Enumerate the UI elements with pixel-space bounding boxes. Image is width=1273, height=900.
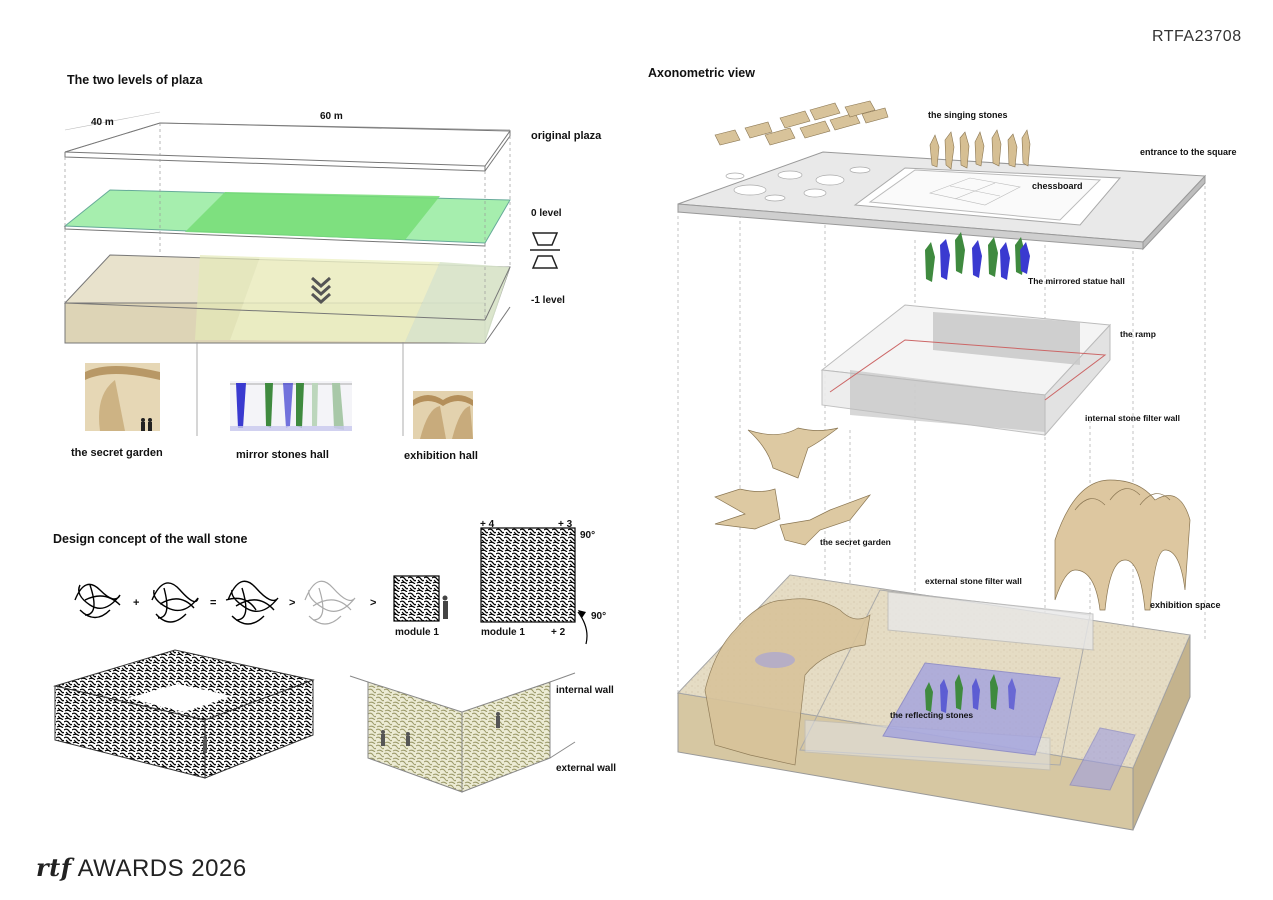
axonometric-title: Axonometric view [648, 66, 755, 80]
level-minus1-label: -1 level [531, 295, 565, 306]
exhibition-hall-thumbnail [413, 391, 473, 439]
mirrored-statues [925, 232, 1030, 282]
exhibition-space-label: exhibition space [1150, 600, 1221, 610]
module-1-small [393, 575, 440, 622]
internal-wall-label: internal wall [556, 685, 614, 696]
rotation-90-top: 90° [580, 530, 596, 541]
wall-stone-title: Design concept of the wall stone [53, 532, 248, 546]
mirror-hall-label: mirror stones hall [236, 449, 329, 461]
bottom-level [676, 574, 1191, 831]
rotate-arrow-icon [577, 611, 588, 645]
ramp-level [820, 304, 1112, 437]
exhibition-vaults [1054, 479, 1191, 611]
plus-4-label: + 4 [480, 519, 495, 530]
wall-corner [349, 672, 576, 793]
singing-stones-standing [929, 129, 1031, 170]
mirrored-statue-label: The mirrored statue hall [1028, 276, 1125, 286]
internal-filter-label: internal stone filter wall [1085, 413, 1180, 423]
external-filter-label: external stone filter wall [925, 576, 1022, 586]
arrow-sign-2: > [370, 597, 377, 609]
ramp-label: the ramp [1120, 329, 1156, 339]
rotation-90-bottom: 90° [591, 611, 607, 622]
module-1-large [480, 527, 576, 623]
axo-secret-garden-label: the secret garden [820, 537, 891, 547]
plus-3-label: + 3 [558, 519, 573, 530]
scale-figure-module [442, 595, 448, 619]
reference-code: RTFA23708 [1152, 28, 1242, 45]
plus-2-label: + 2 [551, 627, 566, 638]
entrance-label: entrance to the square [1140, 147, 1237, 157]
wall-box [53, 649, 315, 779]
axonometric-drawing [676, 100, 1207, 831]
dimension-40m: 40 m [91, 117, 114, 128]
reflecting-stones-label: the reflecting stones [890, 710, 974, 720]
module-1-label-b: module 1 [481, 627, 525, 638]
secret-garden-label: the secret garden [71, 447, 163, 459]
plaza-levels-diagram [63, 111, 560, 436]
secret-garden-pieces [714, 427, 872, 546]
secret-garden-thumbnail [85, 363, 160, 431]
arrow-sign-1: > [289, 597, 296, 609]
plus-sign: + [133, 597, 140, 609]
singing-stones-label: the singing stones [928, 110, 1008, 120]
module-1-label-a: module 1 [395, 627, 439, 638]
rtf-logo-mark: rtf [36, 853, 72, 882]
external-wall-label: external wall [556, 763, 617, 774]
awards-text: AWARDS 2026 [77, 855, 247, 882]
calligraphy-blobs [74, 580, 356, 625]
dimension-60m: 60 m [320, 111, 343, 122]
original-plaza-label: original plaza [531, 130, 602, 142]
exhibition-hall-label: exhibition hall [404, 450, 478, 462]
mirror-hall-thumbnail [230, 381, 352, 431]
singing-stones-cluster [714, 100, 889, 146]
chessboard-label: chessboard [1032, 181, 1083, 191]
level-0-label: 0 level [531, 208, 562, 219]
equals-sign: = [210, 597, 217, 609]
plaza-levels-title: The two levels of plaza [67, 73, 203, 87]
